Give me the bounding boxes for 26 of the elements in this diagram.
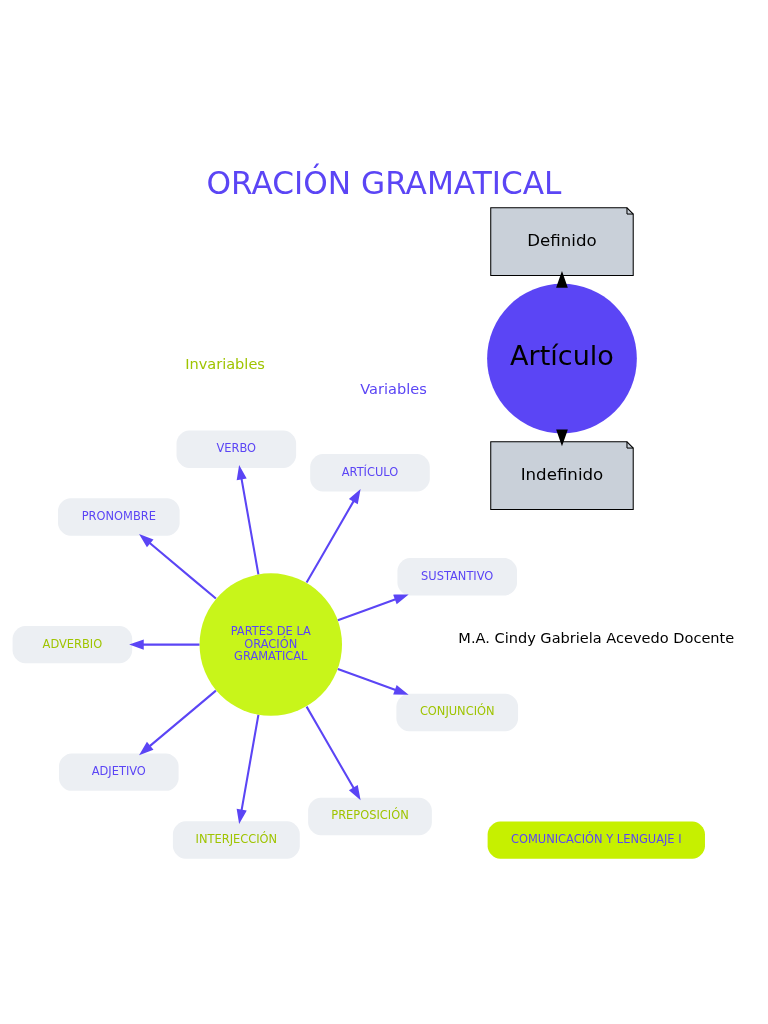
node-circle: PARTES DE LA ORACIÓN GRAMATICAL: [199, 573, 342, 716]
arrow: [236, 465, 260, 575]
node-box: PREPOSICIÓN: [308, 797, 432, 836]
label: Variables: [360, 379, 427, 397]
node-box: VERBO: [176, 430, 297, 468]
arrow: [139, 534, 217, 600]
label: Invariables: [185, 354, 265, 372]
arrow: [337, 594, 409, 622]
arrow: [337, 668, 409, 695]
arrow: [236, 714, 260, 825]
label: M.A. Cindy Gabriela Acevedo Docente: [458, 629, 735, 647]
arrow: [305, 706, 361, 801]
arrow: [556, 270, 568, 288]
node-box: ADVERBIO: [12, 625, 133, 664]
arrow: [129, 639, 200, 650]
arrow: [305, 489, 361, 584]
node-box: ARTÍCULO: [310, 454, 430, 492]
arrow: [556, 429, 568, 447]
node-box: COMUNICACIÓN Y LENGUAJE I: [487, 821, 705, 859]
arrow: [139, 689, 217, 756]
node-box: ADJETIVO: [59, 753, 179, 791]
node-box: INTERJECCIÓN: [172, 821, 300, 859]
diagram-title: ORACIÓN GRAMATICAL: [206, 165, 562, 202]
node-box: CONJUNCIÓN: [396, 693, 519, 732]
node-box: PRONOMBRE: [57, 498, 180, 536]
node-box: SUSTANTIVO: [397, 558, 517, 596]
